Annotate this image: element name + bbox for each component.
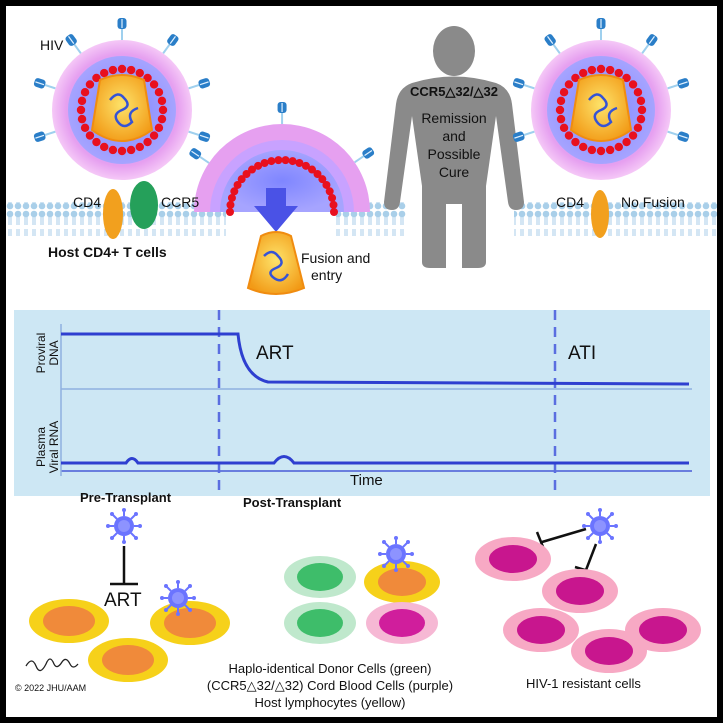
cd4-receptor-left	[103, 189, 123, 239]
cd4-label-left: CD4	[73, 194, 102, 210]
pre-transplant-label: Pre-Transplant	[80, 490, 172, 505]
fusion-label-2: entry	[311, 267, 343, 283]
green-cell-2	[284, 602, 356, 644]
host-cells-label: Host CD4+ T cells	[48, 244, 167, 260]
released-core	[246, 231, 306, 295]
caption-line-2: (CCR5△32/△32) Cord Blood Cells (purple)	[206, 678, 454, 693]
pink-cell-2	[542, 569, 618, 613]
caption-line-1: Haplo-identical Donor Cells (green)	[228, 661, 432, 676]
no-fusion-label: No Fusion	[621, 194, 685, 210]
time-label: Time	[350, 472, 383, 489]
inhibition-symbol-art	[110, 546, 138, 586]
artist-signature	[25, 658, 79, 672]
fusing-virion	[187, 101, 377, 295]
ccr5-label: CCR5	[161, 194, 200, 210]
proviral-dna-trace	[61, 332, 690, 386]
remission-line-4: Cure	[438, 164, 470, 180]
diagram-canvas	[6, 17, 717, 682]
yellow-cell-1	[29, 599, 109, 643]
pink-cell-5	[625, 608, 701, 652]
remission-line-2: and	[442, 128, 466, 144]
pink-cell-1	[475, 537, 551, 581]
cd4-label-right: CD4	[556, 194, 585, 210]
fusion-label-1: Fusion and	[301, 250, 371, 266]
remission-line-3: Possible	[427, 146, 481, 162]
art-label-bottom: ART	[104, 590, 142, 611]
ccr5-receptor	[130, 181, 158, 229]
genotype-label: CCR5△32/△32	[410, 84, 498, 99]
pink-cell-4	[571, 629, 647, 673]
plasma-rna-trace	[61, 455, 689, 465]
timeline-panel	[14, 310, 710, 496]
pink-cell-3	[503, 608, 579, 652]
virus-icon-resistant	[581, 507, 619, 545]
entry-arrow	[254, 188, 298, 232]
plasma-rna-label: Plasma Viral RNA	[34, 420, 61, 474]
post-transplant-label: Post-Transplant	[243, 495, 342, 510]
green-cell-1	[284, 556, 356, 598]
host-membrane-right	[514, 202, 717, 236]
cd4-receptor-right	[591, 190, 609, 238]
person-silhouette	[384, 26, 524, 268]
virus-icon-attached-pre	[159, 579, 197, 617]
proviral-dna-label: Proviral DNA	[34, 332, 61, 374]
yellow-cell-3	[88, 638, 168, 682]
hiv-virion-left	[32, 17, 212, 180]
hiv-virion-right	[511, 17, 691, 180]
purple-cell-1	[366, 602, 438, 644]
hiv-label: HIV	[40, 37, 64, 53]
remission-line-1: Remission	[421, 110, 487, 126]
copyright: © 2022 JHU/AAM	[15, 683, 87, 693]
art-timeline-label: ART	[256, 343, 294, 364]
yellow-cell-2	[150, 601, 230, 645]
figure-frame: HIV CD4 CCR5 Host CD4+ T cells Fusion an…	[6, 6, 717, 717]
virus-icon-post	[377, 535, 415, 573]
ati-label: ATI	[568, 343, 597, 364]
virus-icon-pre	[105, 507, 143, 545]
resistant-cells-label: HIV-1 resistant cells	[526, 676, 641, 691]
caption-line-3: Host lymphocytes (yellow)	[254, 695, 406, 710]
yellow-cell-4	[364, 561, 440, 603]
